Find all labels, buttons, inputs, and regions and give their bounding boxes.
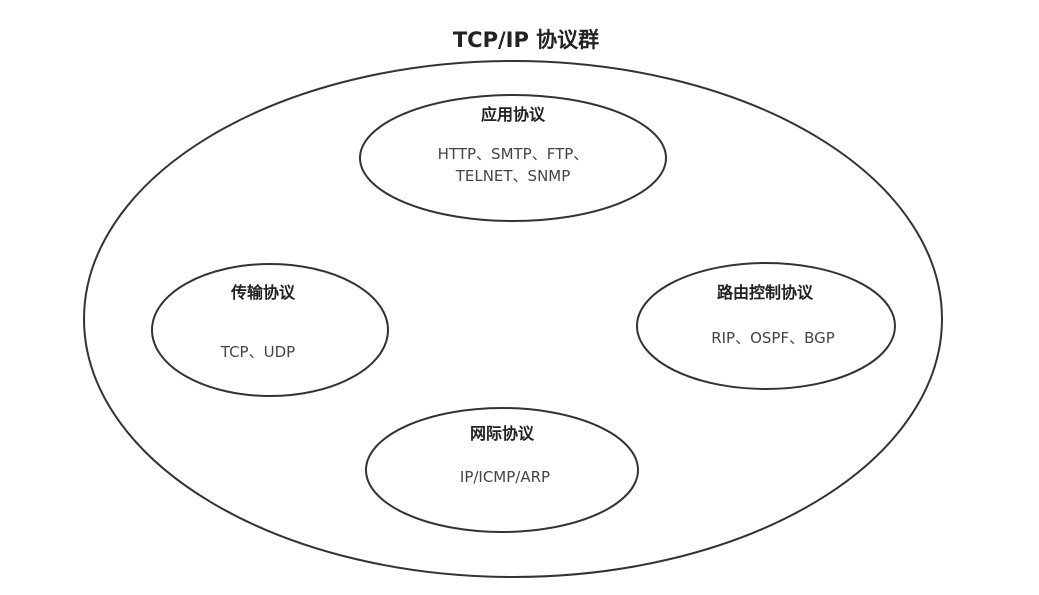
internet-protocol-group: 网际协议 IP/ICMP/ARP — [365, 407, 639, 533]
application-protocol-ellipse — [359, 94, 667, 222]
routing-protocol-group: 路由控制协议 RIP、OSPF、BGP — [636, 262, 896, 390]
diagram-title: TCP/IP 协议群 — [453, 28, 599, 52]
transport-protocol-group: 传输协议 TCP、UDP — [151, 263, 389, 397]
routing-protocol-list: RIP、OSPF、BGP — [711, 329, 835, 347]
transport-protocol-title: 传输协议 — [230, 283, 296, 302]
application-protocol-title: 应用协议 — [481, 105, 546, 124]
application-protocol-list-line-2: TELNET、SNMP — [455, 167, 571, 185]
transport-protocol-list: TCP、UDP — [220, 343, 295, 361]
internet-protocol-ellipse — [365, 407, 639, 533]
protocol-suite-boundary — [83, 60, 943, 578]
application-protocol-list-line-1: HTTP、SMTP、FTP、 — [438, 145, 589, 163]
routing-protocol-title: 路由控制协议 — [717, 283, 814, 302]
transport-protocol-ellipse — [151, 263, 389, 397]
internet-protocol-title: 网际协议 — [470, 424, 535, 443]
application-protocol-group: 应用协议 HTTP、SMTP、FTP、 TELNET、SNMP — [359, 94, 667, 222]
internet-protocol-list: IP/ICMP/ARP — [460, 468, 550, 486]
routing-protocol-ellipse — [636, 262, 896, 390]
